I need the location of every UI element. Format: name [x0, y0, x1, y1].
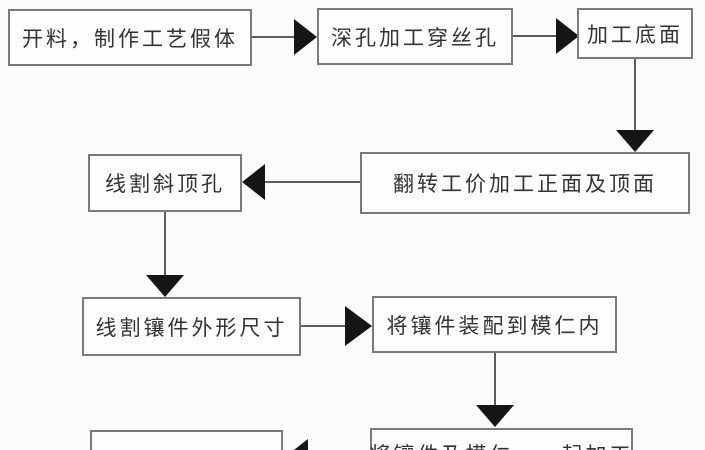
flow-node-machine-insert-and-core: 将镶件及模仁，一起加工 — [370, 428, 633, 450]
arrowhead-right-icon — [294, 19, 317, 55]
flow-node-wirecut-insert-outline: 线割镶件外形尺寸 — [82, 297, 301, 356]
flow-node-wirecut-lifter-hole: 线割斜顶孔 — [88, 154, 242, 212]
connector-line — [265, 181, 360, 183]
flow-node-assemble-insert-to-core: 将镶件装配到模仁内 — [372, 296, 617, 353]
arrowhead-down-icon — [146, 275, 184, 297]
connector-line — [301, 325, 345, 327]
connector-line — [494, 353, 496, 406]
arrowhead-down-icon — [476, 405, 514, 427]
arrowhead-left-icon — [242, 164, 265, 200]
connector-line — [513, 35, 556, 37]
flow-node-deep-hole-wire-hole: 深孔加工穿丝孔 — [317, 8, 513, 65]
flow-node-flip-machine-front-top: 翻转工价加工正面及顶面 — [360, 152, 690, 214]
connector-line — [164, 212, 166, 275]
arrowhead-right-icon — [345, 306, 372, 346]
connector-line — [634, 59, 636, 130]
flow-node-machine-bottom: 加工底面 — [577, 8, 693, 59]
arrowhead-right-icon — [556, 18, 579, 54]
arrowhead-down-icon — [616, 130, 654, 152]
arrowhead-left-icon — [285, 439, 308, 450]
flow-node-cut-material: 开料，制作工艺假体 — [8, 9, 252, 66]
connector-line — [252, 36, 294, 38]
flow-node-bottom-left — [90, 430, 283, 450]
